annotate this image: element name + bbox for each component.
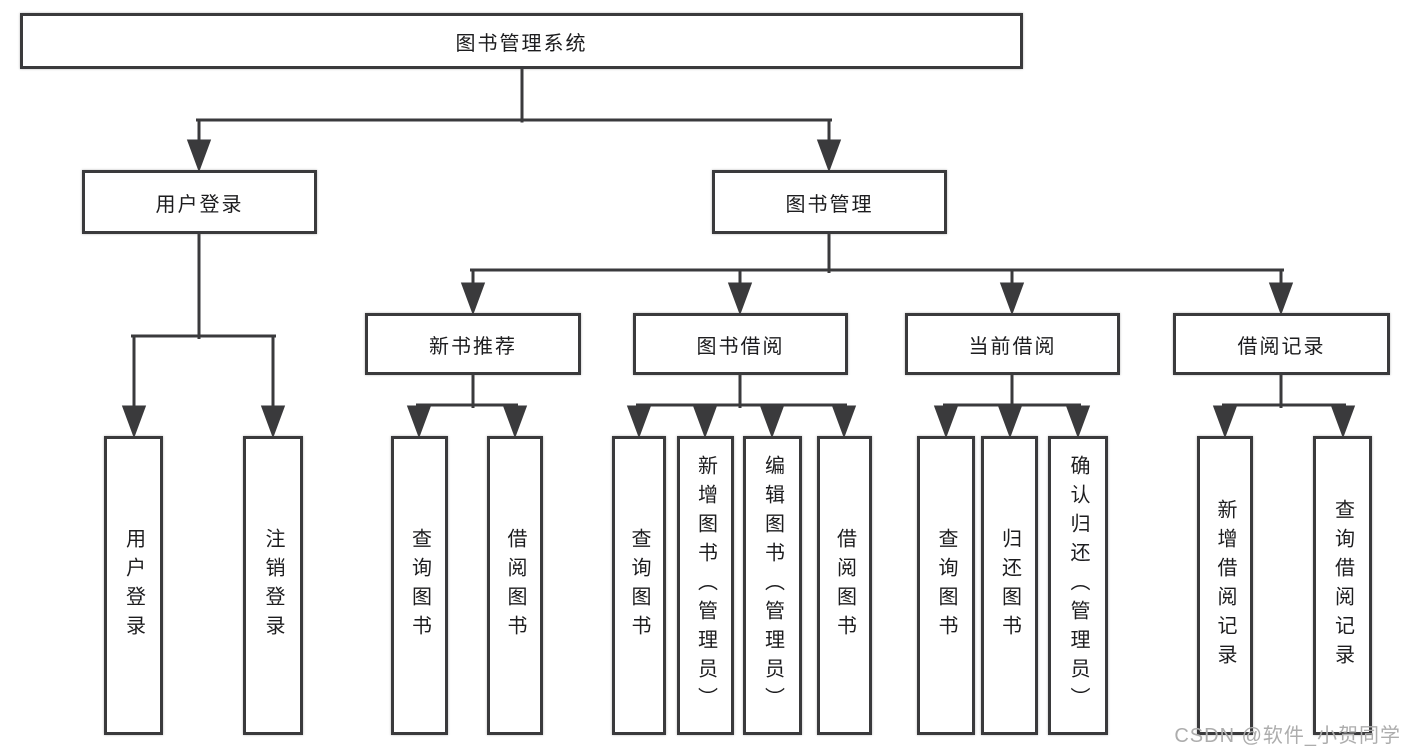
leaf-borrow-books-recommend: 借阅图书 xyxy=(487,436,543,735)
arrow-down-icon xyxy=(1065,405,1091,439)
arrow-down-icon xyxy=(1212,405,1238,439)
arrow-down-icon xyxy=(121,405,147,439)
leaf-user-login: 用户登录 xyxy=(104,436,163,735)
leaf-query-books-current: 查询图书 xyxy=(917,436,975,735)
node-book-borrowing: 图书借阅 xyxy=(633,313,848,375)
watermark: CSDN @软件_小贺同学 xyxy=(1174,725,1401,747)
arrow-down-icon xyxy=(933,405,959,439)
leaf-query-books-borrow: 查询图书 xyxy=(612,436,666,735)
leaf-return-books: 归还图书 xyxy=(981,436,1038,735)
leaf-add-borrow-record: 新增借阅记录 xyxy=(1197,436,1253,735)
arrow-down-icon xyxy=(260,405,286,439)
leaf-confirm-return-admin: 确认归还（管理员） xyxy=(1048,436,1108,735)
leaf-borrow-books: 借阅图书 xyxy=(817,436,872,735)
leaf-query-borrow-record: 查询借阅记录 xyxy=(1313,436,1372,735)
node-user-login: 用户登录 xyxy=(82,170,317,234)
node-borrowing-records: 借阅记录 xyxy=(1173,313,1390,375)
arrow-down-icon xyxy=(1330,405,1356,439)
arrow-down-icon xyxy=(816,139,842,173)
arrow-down-icon xyxy=(502,405,528,439)
leaf-query-books-recommend: 查询图书 xyxy=(391,436,448,735)
leaf-logout: 注销登录 xyxy=(243,436,303,735)
arrow-down-icon xyxy=(759,405,785,439)
arrow-down-icon xyxy=(406,405,432,439)
arrow-down-icon xyxy=(626,405,652,439)
arrow-down-icon xyxy=(460,282,486,316)
node-book-management: 图书管理 xyxy=(712,170,947,234)
arrow-down-icon xyxy=(186,139,212,173)
arrow-down-icon xyxy=(1268,282,1294,316)
node-library-management-system: 图书管理系统 xyxy=(20,13,1023,69)
leaf-edit-books-admin: 编辑图书（管理员） xyxy=(743,436,802,735)
node-new-book-recommendation: 新书推荐 xyxy=(365,313,581,375)
arrow-down-icon xyxy=(727,282,753,316)
arrow-down-icon xyxy=(999,282,1025,316)
arrow-down-icon xyxy=(997,405,1023,439)
arrow-down-icon xyxy=(692,405,718,439)
arrow-down-icon xyxy=(831,405,857,439)
node-current-borrowing: 当前借阅 xyxy=(905,313,1120,375)
leaf-add-books-admin: 新增图书（管理员） xyxy=(677,436,734,735)
